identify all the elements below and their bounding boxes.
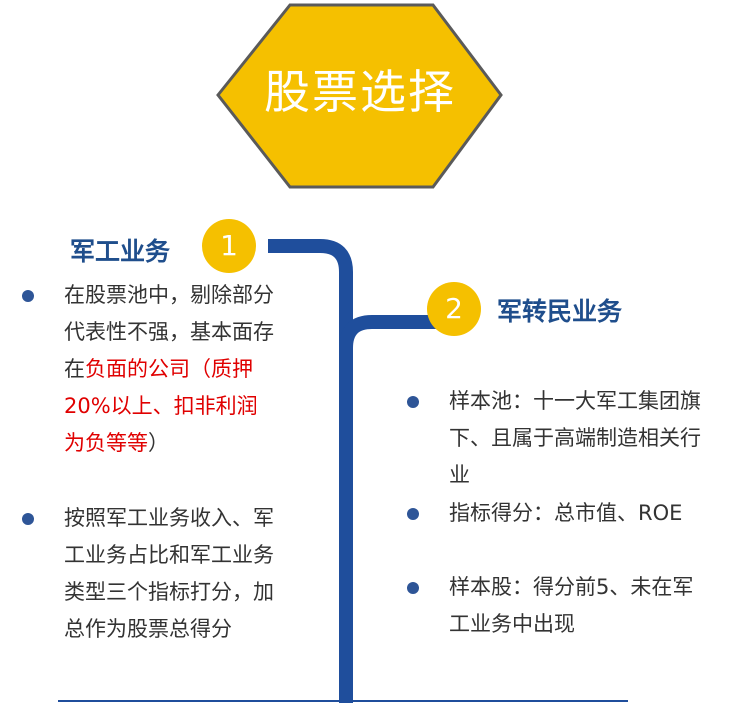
right-bullet-1-text: 样本池：十一大军工集团旗下、且属于高端制造相关行业 [449, 389, 701, 487]
left-bullet-2-text: 按照军工业务收入、军工业务占比和军工业务类型三个指标打分，加总作为股票总得分 [64, 506, 274, 641]
left-bullet-1-highlight: 负面的公司（质押20%以上、扣非利润为负等等 [64, 357, 258, 455]
left-section-title: 军工业务 [70, 237, 171, 266]
left-number-badge: 1 [202, 219, 256, 273]
title-hexagon [216, 3, 503, 189]
hex-title: 股票选择 [264, 65, 456, 119]
left-bullet-2-dot [22, 513, 34, 525]
right-number-badge: 2 [427, 282, 481, 336]
right-section-title: 军转民业务 [497, 297, 623, 326]
right-bullet-3-dot [407, 582, 419, 594]
right-bullet-2-dot [407, 508, 419, 520]
left-bullet-1-dot [22, 290, 34, 302]
left-bullet-1-part3: ） [148, 431, 169, 455]
left-bullet-1-part1: 在股票池中，剔除部分代表性不强，基本面存在 [64, 283, 274, 381]
connector-branch [339, 315, 436, 349]
connector-main [268, 239, 353, 703]
right-bullet-2-text: 指标得分：总市值、ROE [449, 501, 683, 525]
right-bullet-1-dot [407, 396, 419, 408]
right-bullet-3-text: 样本股：得分前5、未在军工业务中出现 [449, 575, 694, 636]
left-bullet-1-text: 在股票池中，剔除部分代表性不强，基本面存在负面的公司（质押20%以上、扣非利润为… [64, 277, 276, 462]
